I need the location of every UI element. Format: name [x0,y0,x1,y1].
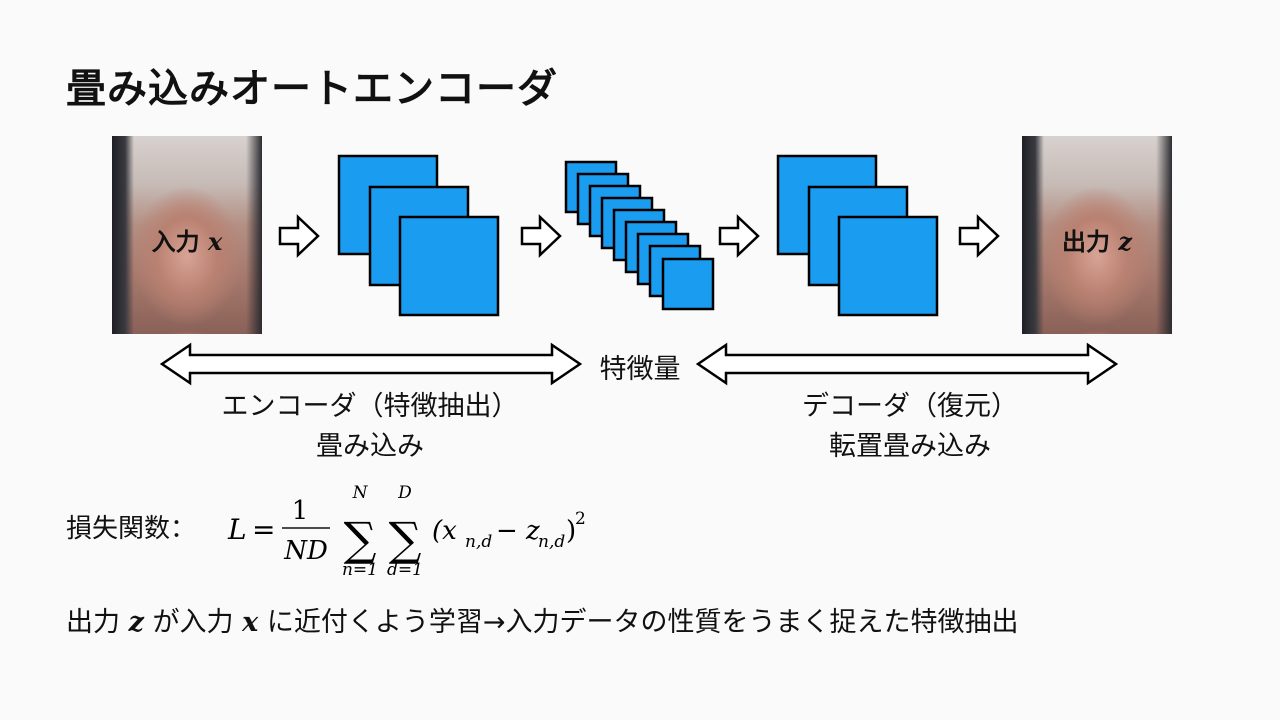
summary-part1: 出力 [66,607,120,638]
input-var: x [208,227,223,256]
decoder-span-arrow-icon [695,342,1119,386]
output-var: z [1118,227,1132,256]
arrow-right-icon [718,214,760,258]
slide-title: 畳み込みオートエンコーダ [66,66,558,112]
loss-denominator: ND [283,536,328,566]
summary-part3: に近付くよう学習→入力データの性質をうまく捉えた特徴抽出 [266,607,1019,638]
arrow-right-icon [958,214,1000,258]
sum1-sigma-icon: ∑ [344,512,377,566]
bottleneck-feature-map [661,257,715,311]
output-label-text: 出力 [1062,228,1110,256]
summary-var-z: z [128,607,144,638]
loss-lhs: L [227,513,247,546]
sum2-sigma-icon: ∑ [389,512,422,566]
decoder-label: デコーダ（復元） [802,391,1018,422]
sum1-upper: N [352,483,369,503]
summary-text: 出力 z が入力 x に近付くよう学習→入力データの性質をうまく捉えた特徴抽出 [66,600,1018,639]
loss-sub2: n,d [538,532,565,552]
loss-numerator: 1 [292,496,309,526]
loss-sub1: n,d [465,532,492,552]
decoder-sublabel: 転置畳み込み [829,431,991,462]
sum2-upper: D [397,483,412,503]
encoder-feature-map [398,215,500,317]
summary-var-x: x [242,607,259,638]
loss-equals: = [252,513,275,546]
loss-open: (x [432,516,457,546]
sum2-lower: d=1 [387,560,423,580]
loss-power: 2 [575,509,586,529]
output-label: 出力 z [1022,222,1172,257]
input-label: 入力 x [112,222,262,257]
loss-minus: − z [496,516,540,546]
loss-label: 損失関数： [66,514,197,544]
sum1-lower: n=1 [342,560,378,580]
feature-label: 特徴量 [599,354,681,385]
encoder-sublabel: 畳み込み [316,431,424,462]
arrow-right-icon [278,214,320,258]
input-label-text: 入力 [151,228,200,256]
input-face-image: 入力 x [112,136,262,334]
arrow-right-icon [520,214,562,258]
encoder-span-arrow-icon [159,342,583,386]
loss-close: ) [566,516,576,546]
summary-part2: が入力 [152,607,234,638]
encoder-label: エンコーダ（特徴抽出） [221,391,519,422]
decoder-feature-map [837,215,939,317]
output-face-image: 出力 z [1022,136,1172,334]
